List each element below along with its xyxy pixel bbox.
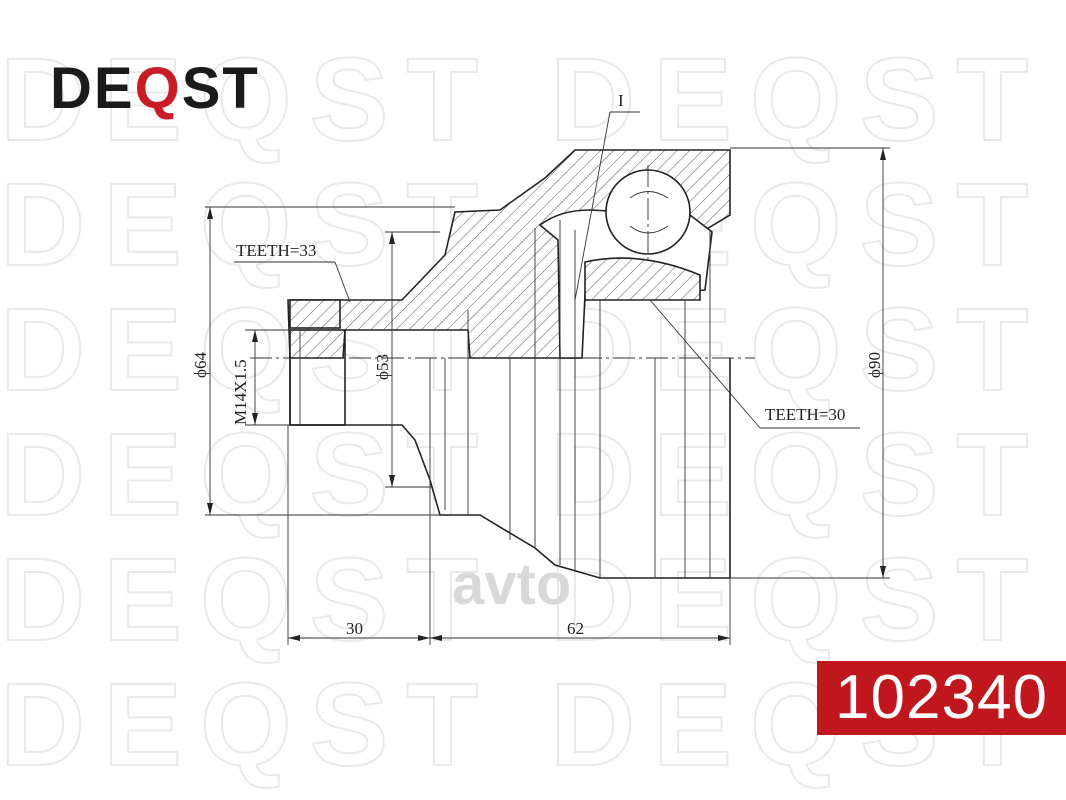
inner-race-section bbox=[584, 257, 701, 301]
detail-marker-label: I bbox=[618, 91, 624, 110]
watermark-row: DEQST bbox=[550, 409, 1047, 541]
watermark-center-logo: avto bbox=[452, 552, 571, 617]
shaft-spline-upper bbox=[289, 299, 341, 329]
cv-joint-drawing: I TEETH=33 TEETH=30 ϕ64 M14X1.5 bbox=[191, 91, 890, 645]
teeth-inner-leader bbox=[649, 299, 761, 429]
watermark-row: DEQST bbox=[550, 284, 1047, 416]
dim-len30-label: 30 bbox=[346, 619, 363, 638]
dim-phi64-label: ϕ64 bbox=[191, 352, 210, 378]
watermark-row: DEQST bbox=[0, 659, 497, 791]
dim-thread-label: M14X1.5 bbox=[231, 359, 250, 425]
teeth-inner-label: TEETH=30 bbox=[765, 405, 845, 424]
watermark-row: DEQST bbox=[0, 34, 497, 166]
watermark-layer: DEQST DEQST DEQST DEQST DEQST DEQST DEQS… bbox=[0, 33, 1047, 792]
watermark-row: DEQST bbox=[0, 534, 497, 666]
brand-suffix: ST bbox=[181, 56, 260, 121]
brand-q: Q bbox=[134, 56, 182, 121]
ball-detail bbox=[629, 191, 669, 199]
dim-phi90-label: ϕ90 bbox=[865, 352, 884, 378]
teeth-outer-label: TEETH=33 bbox=[236, 241, 316, 260]
dim-phi53-label: ϕ53 bbox=[373, 354, 392, 380]
watermark-row: DEQST bbox=[550, 534, 1047, 666]
brand-logo: DEQST bbox=[50, 60, 260, 118]
brand-prefix: DE bbox=[50, 56, 135, 121]
threaded-shaft bbox=[289, 329, 346, 426]
ball-detail bbox=[629, 225, 669, 234]
watermark-row: DEQST bbox=[0, 409, 497, 541]
watermark-row: DEQST bbox=[0, 159, 497, 291]
housing-lower-outline bbox=[289, 358, 731, 579]
part-number-badge: 102340 bbox=[817, 661, 1066, 735]
teeth-outer-leader bbox=[334, 261, 351, 303]
detail-marker-leader bbox=[574, 111, 611, 301]
dim-len62-label: 62 bbox=[567, 619, 584, 638]
watermark-row: DEQST bbox=[550, 34, 1047, 166]
